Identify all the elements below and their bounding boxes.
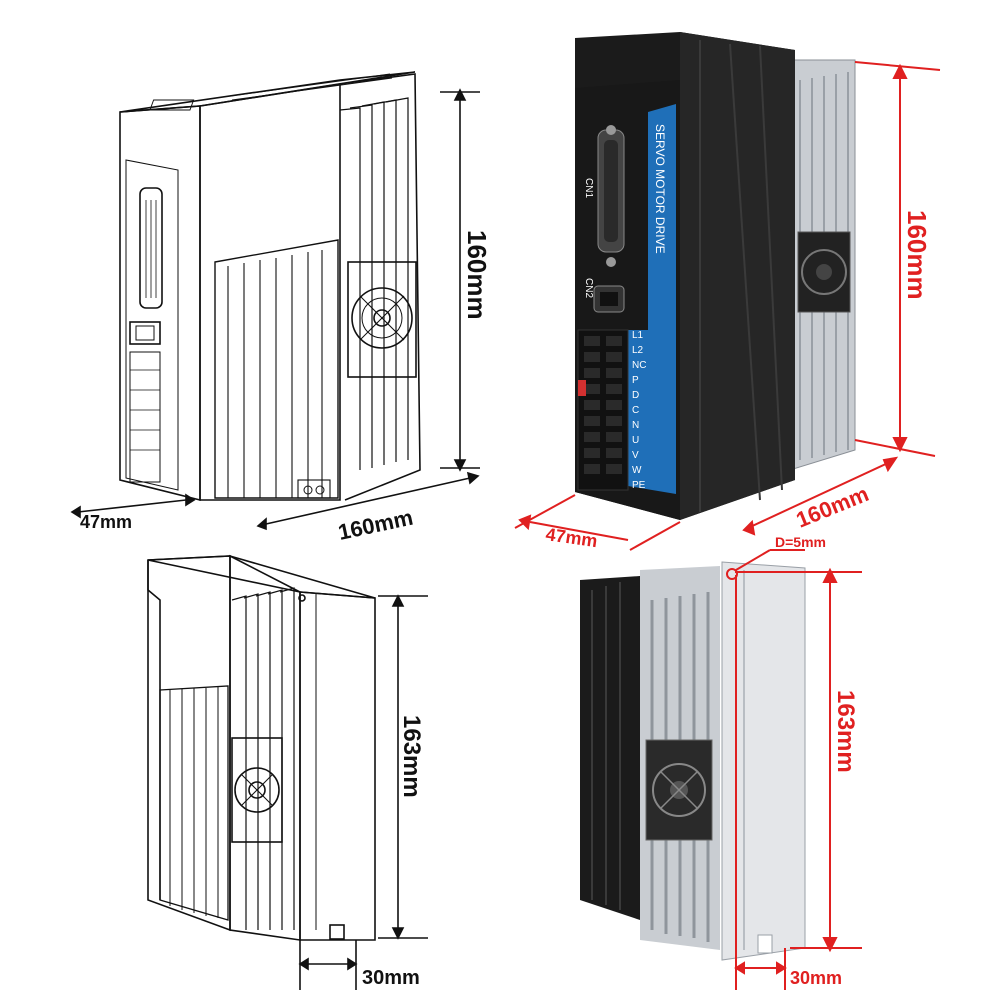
top-right-width-label: 47mm <box>544 524 598 551</box>
terminal-label: C <box>632 405 639 416</box>
cn1-label: CN1 <box>583 178 594 198</box>
top-left-width-label: 47mm <box>80 512 132 532</box>
terminal-label: PE <box>632 480 646 491</box>
bottom-right-height-label: 163mm <box>832 690 859 773</box>
terminal-label: W <box>632 465 642 476</box>
db-connector-pins <box>145 200 157 298</box>
bottom-left-height-label: 163mm <box>398 715 425 798</box>
terminal-label: L2 <box>632 345 644 356</box>
top-left-line-drawing <box>119 71 421 502</box>
terminal-label: P <box>632 375 639 386</box>
mount-hole-label: D=5mm <box>775 534 826 550</box>
top-right-dimensions <box>514 61 941 551</box>
bottom-right-dimensions <box>734 549 862 990</box>
terminal-label: V <box>632 450 639 461</box>
top-left-dimensions <box>70 88 480 531</box>
bottom-left-dimensions <box>298 594 428 990</box>
top-left-height-label: 160mm <box>462 230 492 320</box>
bottom-left-line-drawing <box>147 554 376 941</box>
bottom-right-offset-label: 30mm <box>790 968 842 988</box>
terminal-label: NC <box>632 360 646 371</box>
terminal-label: U <box>632 435 639 446</box>
top-left-depth-label: 160mm <box>336 505 415 545</box>
terminal-label: D <box>632 390 639 401</box>
top-right-height-label: 160mm <box>902 210 932 300</box>
terminal-label: L1 <box>632 330 644 341</box>
bottom-left-offset-label: 30mm <box>362 967 420 989</box>
cn2-label: CN2 <box>583 278 594 298</box>
top-right-device <box>575 32 856 520</box>
bottom-right-device <box>580 561 806 961</box>
terminal-label: N <box>632 420 639 431</box>
servo-panel-text: SERVO MOTOR DRIVE <box>653 124 667 254</box>
